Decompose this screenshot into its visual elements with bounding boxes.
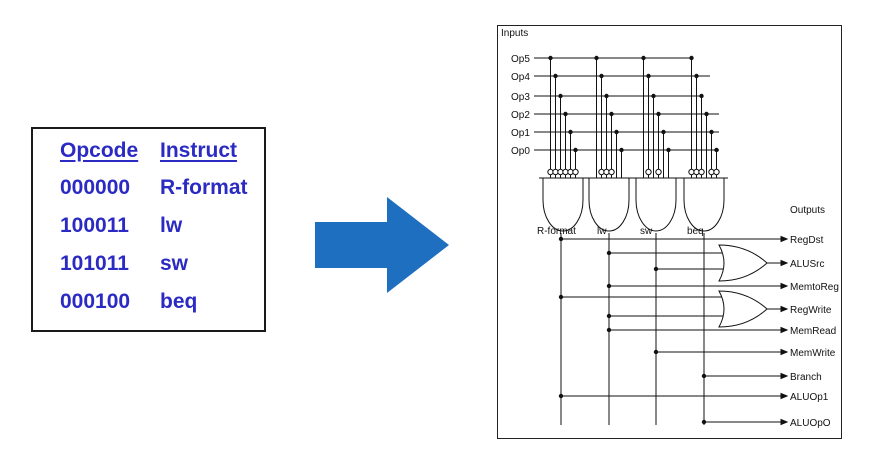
or-gate bbox=[718, 244, 768, 282]
and-gate bbox=[588, 177, 630, 232]
input-label-op3: Op3 bbox=[511, 92, 530, 103]
outputs-title: Outputs bbox=[790, 205, 825, 216]
opcode-cell: 100011 bbox=[60, 214, 129, 237]
table-row: 000000 R-format bbox=[33, 176, 264, 204]
inputs-title: Inputs bbox=[501, 28, 528, 39]
table-row: 101011 sw bbox=[33, 252, 264, 280]
output-label-regwrite: RegWrite bbox=[790, 305, 832, 316]
gate-label-sw: sw bbox=[640, 226, 653, 237]
opcode-cell: 101011 bbox=[60, 252, 129, 275]
input-label-op1: Op1 bbox=[511, 128, 530, 139]
opcode-cell: 000100 bbox=[60, 290, 131, 313]
right-arrow-icon bbox=[315, 197, 449, 293]
instruct-cell: R-format bbox=[160, 176, 248, 199]
input-label-op2: Op2 bbox=[511, 110, 530, 121]
opcode-table: Opcode Instruct 000000 R-format 100011 l… bbox=[31, 127, 266, 332]
opcode-cell: 000000 bbox=[60, 176, 131, 199]
input-label-op4: Op4 bbox=[511, 72, 530, 83]
gate-label-beq: beq bbox=[687, 226, 704, 237]
output-label-branch: Branch bbox=[790, 372, 822, 383]
gate-label-lw: lw bbox=[597, 226, 607, 237]
input-label-op5: Op5 bbox=[511, 54, 530, 65]
and-gate bbox=[683, 177, 725, 232]
output-label-memwrite: MemWrite bbox=[790, 348, 836, 359]
input-label-op0: Op0 bbox=[511, 146, 530, 157]
table-header: Opcode Instruct bbox=[33, 139, 264, 167]
and-gate bbox=[635, 177, 677, 232]
output-label-regdst: RegDst bbox=[790, 235, 824, 246]
table-row: 000100 beq bbox=[33, 290, 264, 318]
header-instruct: Instruct bbox=[160, 139, 238, 162]
instruct-cell: sw bbox=[160, 252, 189, 275]
and-gate bbox=[542, 177, 584, 232]
output-label-aluop1: ALUOp1 bbox=[790, 392, 829, 403]
header-opcode: Opcode bbox=[60, 139, 139, 162]
gate-label-r-format: R-format bbox=[537, 226, 576, 237]
table-row: 100011 lw bbox=[33, 214, 264, 242]
circuit-frame bbox=[497, 25, 842, 439]
or-gate bbox=[718, 290, 768, 328]
instruct-cell: beq bbox=[160, 290, 198, 313]
output-label-memtoreg: MemtoReg bbox=[790, 282, 839, 293]
output-label-memread: MemRead bbox=[790, 326, 836, 337]
output-label-alusrc: ALUSrc bbox=[790, 259, 824, 270]
output-label-aluopo: ALUOpO bbox=[790, 418, 831, 429]
instruct-cell: lw bbox=[160, 214, 183, 237]
